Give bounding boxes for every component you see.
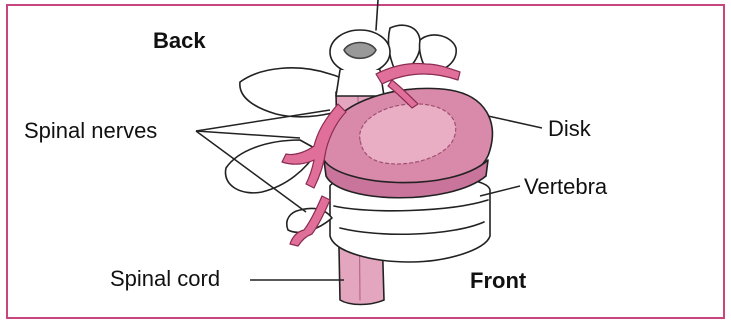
back-label: Back xyxy=(153,30,206,52)
top-pointer-line xyxy=(376,0,378,30)
spinal-nerves-pointer-mid xyxy=(196,131,300,138)
disk-pointer xyxy=(488,116,542,128)
spinal-cord-label: Spinal cord xyxy=(110,268,220,290)
left-transverse-process xyxy=(225,140,318,193)
spinal-nerves-pointer-upper xyxy=(196,110,330,131)
front-label: Front xyxy=(470,270,526,292)
disk-label: Disk xyxy=(548,118,591,140)
vertebra-label: Vertebra xyxy=(524,176,607,198)
spinal-nerves-label: Spinal nerves xyxy=(24,120,157,142)
